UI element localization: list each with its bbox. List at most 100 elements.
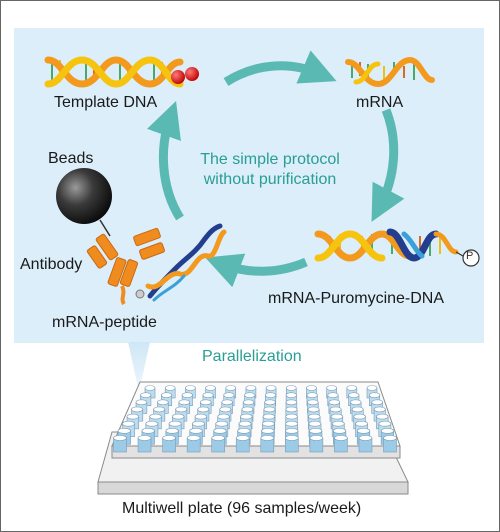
well-rim: [346, 385, 358, 391]
well-rim: [245, 385, 257, 391]
well-rim: [219, 406, 232, 413]
well-rim: [221, 399, 233, 406]
well-rim: [199, 399, 212, 406]
well-rim: [240, 413, 253, 420]
well-rim: [326, 385, 337, 391]
phosphate-icon: [462, 249, 480, 267]
well-rim: [366, 385, 378, 391]
well-rim: [285, 385, 297, 391]
well-rim: [168, 420, 182, 427]
well-rim: [353, 413, 366, 420]
zoom-cone: [128, 342, 150, 392]
well-rim: [264, 399, 276, 406]
mrna-label: mRNA: [356, 94, 404, 111]
well-rim: [194, 413, 208, 420]
well-rim: [144, 385, 156, 391]
well-rim: [306, 385, 317, 391]
well-rim: [371, 399, 383, 406]
beads-label: Beads: [48, 150, 94, 167]
well-rim: [373, 406, 386, 413]
well-rim: [162, 435, 176, 441]
well-rim: [164, 385, 176, 391]
arrow-peptide-to-template: [146, 101, 184, 221]
well-rim: [242, 399, 255, 406]
phosphate-label: P: [466, 250, 474, 262]
well-rim: [141, 428, 155, 434]
antibody-label: Antibody: [20, 256, 83, 273]
template-dna-label: Template DNA: [54, 94, 158, 111]
multiwell-plate: [97, 381, 409, 495]
well-rim: [348, 392, 360, 398]
cycle-arrows: [146, 50, 405, 288]
well-rim: [329, 406, 342, 413]
well-rim: [285, 399, 298, 406]
mrna-strand: [345, 56, 435, 88]
arrow-mrna-to-complex: [371, 108, 405, 222]
well-rim: [309, 428, 323, 434]
well-rim: [181, 392, 193, 398]
well-rim: [307, 406, 320, 413]
well-rim: [369, 392, 381, 398]
center-description: The simple protocol without purification: [170, 150, 370, 190]
well-rim: [262, 413, 276, 420]
template-dna-helix: [44, 56, 199, 88]
well-rim: [235, 435, 250, 441]
well-rim: [186, 435, 201, 441]
well-rim: [306, 392, 318, 398]
well-rim: [331, 420, 345, 427]
well-rim: [172, 413, 185, 420]
well-rim: [137, 435, 152, 441]
arrow-complex-to-peptide: [205, 253, 308, 288]
well-rim: [265, 385, 277, 391]
well-rim: [217, 413, 230, 420]
well-rim: [192, 420, 205, 427]
well-rim: [165, 428, 179, 434]
well-rim: [358, 435, 373, 441]
well-rim: [285, 428, 299, 434]
well-rim: [285, 435, 299, 441]
mrna-peptide-helix: [135, 223, 227, 302]
well-rim: [238, 420, 252, 427]
well-rim: [285, 420, 299, 427]
parallelization-label: Parallelization: [202, 348, 302, 365]
well-rim: [355, 420, 368, 427]
well-rim: [175, 406, 188, 413]
wells-group: [113, 385, 397, 453]
well-rim: [308, 420, 322, 427]
well-rim: [197, 406, 210, 413]
bead-sphere-icon: [56, 168, 112, 224]
red-bead-icon: [185, 67, 199, 81]
well-rim: [244, 392, 256, 398]
well-rim: [260, 435, 275, 441]
well-rim: [205, 385, 216, 391]
well-rim: [189, 428, 203, 434]
well-rim: [380, 428, 395, 434]
mrna-puromycine-dna-complex: [314, 228, 480, 267]
well-rim: [131, 406, 144, 413]
multiwell-plate-label: Multiwell plate (96 samples/week): [122, 500, 362, 517]
well-rim: [261, 420, 275, 427]
well-rim: [122, 420, 135, 427]
well-rim: [263, 406, 276, 413]
well-rim: [328, 399, 341, 406]
well-rim: [378, 420, 392, 427]
mrna-puromycine-dna-label: mRNA-Puromycine-DNA: [268, 290, 445, 307]
well-rim: [213, 428, 227, 434]
well-rim: [135, 399, 148, 406]
red-bead-icon: [171, 70, 185, 84]
well-rim: [285, 406, 298, 413]
well-rim: [237, 428, 251, 434]
well-rim: [145, 420, 159, 427]
well-rim: [241, 406, 254, 413]
well-rim: [140, 392, 152, 398]
well-rim: [330, 413, 344, 420]
well-rim: [202, 392, 214, 398]
well-rim: [261, 428, 275, 434]
well-rim: [285, 392, 297, 398]
well-rim: [185, 385, 196, 391]
well-rim: [161, 392, 173, 398]
well-rim: [334, 435, 348, 441]
well-rim: [126, 413, 140, 420]
arrow-template-to-mrna: [223, 50, 337, 86]
